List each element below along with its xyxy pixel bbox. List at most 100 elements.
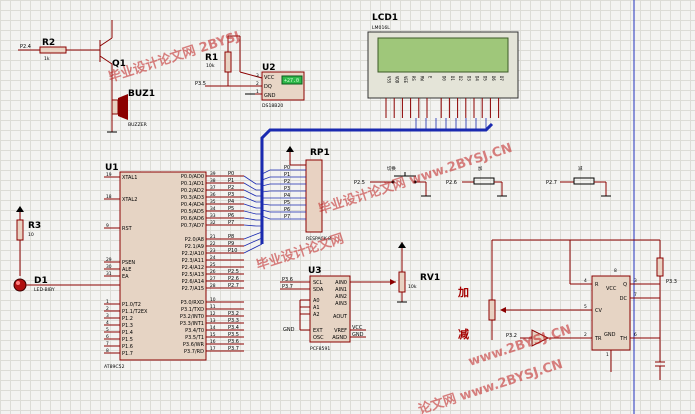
u1-right-pin-name: P0.1/AD1 (181, 181, 204, 187)
u1-left-pin-name: P1.5 (122, 337, 133, 343)
u1-net-label: P0 (228, 171, 234, 177)
rp1-part: RESPACK-8 (306, 236, 331, 242)
net-p32: P3.2 (506, 333, 517, 339)
u3-body (309, 275, 351, 343)
u1-right-pin-num: 28 (210, 283, 216, 289)
u1-right-pin-name: P2.5/A13 (182, 272, 204, 278)
u1-left-pin-name: PSEN (122, 260, 135, 266)
u1-right-pin-name: P3.0/RXD (181, 300, 205, 306)
u4-wires (492, 239, 665, 380)
lcd1-pin-label: VSS (387, 76, 392, 84)
u1-left-pin-num: 9 (106, 223, 109, 229)
u1-right-pin-num: 14 (210, 325, 216, 331)
u1-right-pin-num: 33 (210, 213, 216, 219)
u1-right-pin-name: P3.5/T1 (185, 335, 204, 341)
u1-right-pin-name: P0.7/AD7 (181, 223, 204, 229)
svg-text:P6: P6 (284, 207, 290, 213)
u1-left-pin-num: 30 (106, 264, 112, 270)
lcd1-pin-label: RW (419, 76, 424, 81)
u1-right-pin-num: 25 (210, 262, 216, 268)
u1-left-pin-num: 5 (106, 327, 109, 333)
u4-pin-num: 5 (584, 304, 587, 310)
u3-right-pin-name: AIN1 (335, 287, 347, 293)
svg-text:P2: P2 (284, 179, 290, 185)
k3-net: P2.7 (546, 180, 557, 186)
u3-left-pin-name: OSC (313, 335, 324, 341)
svg-text:P1: P1 (284, 172, 290, 178)
lcd1-pin-label: E (428, 76, 433, 79)
u1-right-pin-num: 21 (210, 234, 216, 240)
u1-left-pin-num: 7 (106, 341, 109, 347)
u1-net-label: P3.4 (228, 325, 239, 331)
u1-right-pin-name: P0.3/AD3 (181, 195, 204, 201)
rp1-bus-lines (261, 169, 306, 220)
lcd1-pin-label: D4 (475, 76, 480, 81)
q1-ref: Q1 (112, 59, 126, 69)
u1-body (119, 171, 207, 361)
u1-left-pin-num: 31 (106, 271, 112, 277)
u1-net-label: P3 (228, 192, 234, 198)
u1-right-pin-num: 12 (210, 311, 216, 317)
lcd1-pin-label: D0 (442, 76, 447, 81)
u2-part: DS18B20 (262, 103, 283, 109)
svg-text:P0: P0 (284, 165, 290, 171)
u2-pin-vcc: VCC (264, 75, 275, 81)
lcd1-pin-label: VEE (403, 76, 408, 84)
u3-net-scl: P3.6 (282, 277, 293, 283)
u1-right-pin-name: P3.6/WR (183, 342, 205, 348)
u2-pinnum-1: 1 (256, 89, 259, 95)
lcd1-pin-label: VDD (395, 76, 400, 84)
u1-net-label: P2 (228, 185, 234, 191)
lcd1-pin-label: D2 (458, 76, 463, 81)
u4-pin-name: GND (604, 332, 616, 338)
d1-led (13, 278, 27, 292)
u3-net-gnd: GND (283, 327, 295, 333)
u1-right-pin-name: P2.4/A12 (182, 265, 204, 271)
u4-pin-name: VCC (606, 286, 617, 292)
u1-right-pin-num: 37 (210, 185, 216, 191)
u3-right-pin-name: AIN2 (335, 294, 347, 300)
u3-net-sda: P3.7 (282, 284, 293, 290)
u1-right-pin-name: P2.2/A10 (182, 251, 204, 257)
u1-net-label: P3.5 (228, 332, 239, 338)
u1-right-pin-name: P3.7/RD (184, 349, 204, 355)
buzzer-symbol (107, 80, 128, 133)
u3-left-pin-name: A1 (313, 305, 320, 311)
button-k1 (370, 172, 431, 197)
u1-left-pin-name: P1.3 (122, 323, 133, 329)
u1-right-pin-num: 11 (210, 304, 216, 310)
lcd-bus-taps (415, 118, 487, 130)
u3-left-pin-name: SCL (313, 280, 323, 286)
u1-left-pin-num: 2 (106, 306, 109, 312)
rp1-ref: RP1 (310, 148, 330, 158)
u4-timer-body (591, 275, 631, 351)
lcd1-pin-label: D3 (466, 76, 471, 81)
u2-temp-display (281, 75, 303, 85)
r3-resistor (16, 206, 24, 276)
u2-pin-gnd: GND (264, 93, 276, 99)
u4-pin-name: DC (620, 296, 628, 302)
u1-right-pin-name: P0.6/AD6 (181, 216, 204, 222)
u3-right-pin-name: AIN0 (335, 280, 347, 286)
lcd1-pin-label: D5 (483, 76, 488, 81)
u1-net-label: P3.7 (228, 346, 239, 352)
svg-text:P4: P4 (284, 193, 290, 199)
u1-net-label: P10 (228, 248, 237, 254)
label-jian: 减 (458, 327, 469, 341)
k1-label: 切换 (387, 165, 396, 172)
u1-right-pin-num: 35 (210, 199, 216, 205)
u1-right-pin-num: 32 (210, 220, 216, 226)
u4-pin-num: 2 (584, 332, 587, 338)
u4-pin-num: 3 (634, 278, 637, 284)
u1-net-label: P3.2 (228, 311, 239, 317)
lcd1-pin-label: RS (411, 76, 416, 81)
u1-net-label: P6 (228, 213, 234, 219)
u4-pin-name: CV (595, 308, 602, 314)
svg-text:P3: P3 (284, 186, 290, 192)
u1-right-pin-num: 27 (210, 276, 216, 282)
u1-right-pin-name: P2.6/A14 (182, 279, 204, 285)
buz1-ref: BUZ1 (128, 89, 155, 99)
u1-right-pin-num: 16 (210, 339, 216, 345)
u2-net-label: P3.5 (195, 81, 206, 87)
